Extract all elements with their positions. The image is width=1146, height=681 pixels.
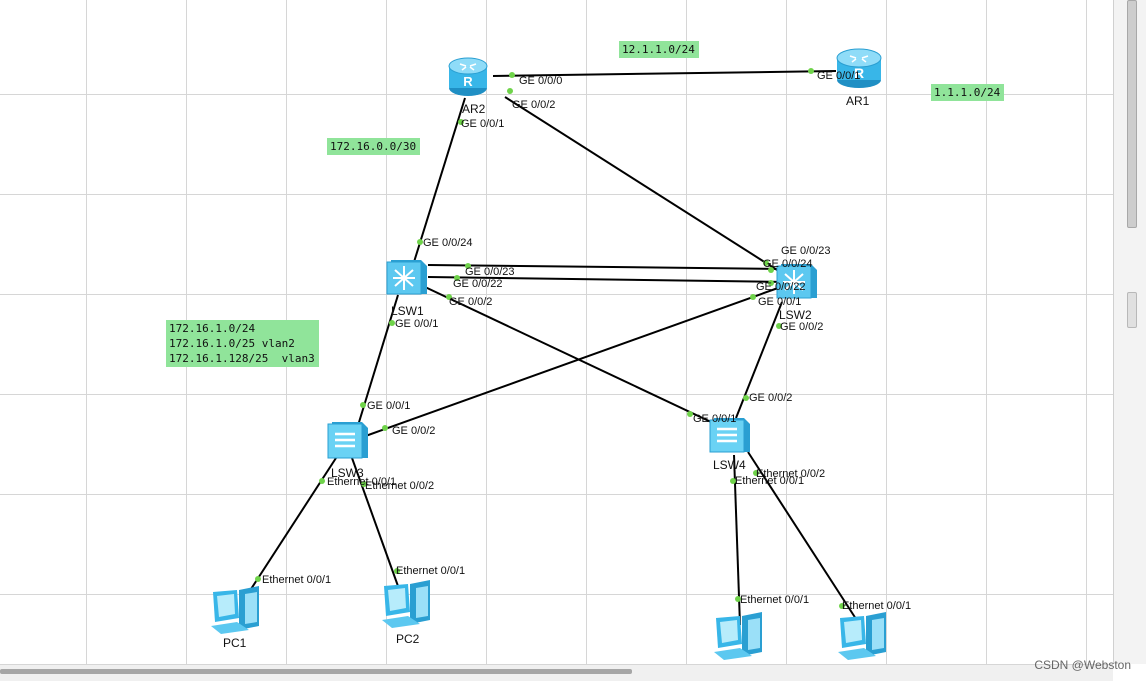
port-dot bbox=[360, 402, 366, 408]
port-label: GE 0/0/0 bbox=[519, 75, 563, 87]
port-dot bbox=[768, 280, 774, 286]
port-label: Ethernet 0/0/1 bbox=[740, 594, 810, 606]
device-label-pc1: PC1 bbox=[223, 636, 247, 650]
pc-pc1-icon[interactable] bbox=[209, 584, 265, 636]
device-label-pc2: PC2 bbox=[396, 632, 420, 646]
port-dot bbox=[808, 68, 814, 74]
switch-lsw4-icon[interactable] bbox=[708, 414, 752, 456]
pc-pc2-icon[interactable] bbox=[380, 578, 436, 630]
port-dots bbox=[255, 68, 845, 609]
device-label-ar2: AR2 bbox=[462, 102, 486, 116]
vertical-scrollbar-thumb[interactable] bbox=[1127, 0, 1137, 228]
port-label: Ethernet 0/0/2 bbox=[365, 480, 435, 492]
port-dot bbox=[687, 411, 693, 417]
port-dot bbox=[509, 72, 515, 78]
svg-text:R: R bbox=[854, 65, 864, 81]
device-label-lsw2: LSW2 bbox=[779, 308, 812, 322]
port-label: Ethernet 0/0/1 bbox=[396, 565, 466, 577]
port-label: GE 0/0/2 bbox=[512, 99, 556, 111]
switch-lsw2-icon[interactable] bbox=[773, 260, 819, 302]
vertical-scrollbar-marker[interactable] bbox=[1127, 292, 1137, 328]
port-dot bbox=[763, 260, 769, 266]
port-label: GE 0/0/2 bbox=[392, 425, 436, 437]
port-label: GE 0/0/1 bbox=[817, 70, 861, 82]
port-label: GE 0/0/1 bbox=[395, 318, 439, 330]
link-ar2-ar1[interactable] bbox=[492, 70, 837, 77]
port-label: GE 0/0/24 bbox=[423, 237, 473, 249]
port-label: Ethernet 0/0/1 bbox=[327, 476, 397, 488]
network-label-172-16-0-0[interactable]: 172.16.0.0/30 bbox=[327, 138, 421, 155]
pc-pc3-icon[interactable] bbox=[712, 610, 768, 662]
port-dot bbox=[465, 263, 471, 269]
device-label-ar1: AR1 bbox=[846, 94, 870, 108]
port-label: GE 0/0/22 bbox=[453, 278, 503, 290]
port-label: Ethernet 0/0/1 bbox=[735, 475, 805, 487]
link-lsw1-lsw2-a[interactable] bbox=[427, 264, 791, 270]
port-label: Ethernet 0/0/1 bbox=[262, 574, 332, 586]
port-dot bbox=[730, 478, 736, 484]
router-ar1-icon[interactable]: R bbox=[836, 44, 882, 90]
port-dot bbox=[394, 568, 400, 574]
port-label: GE 0/0/1 bbox=[461, 118, 505, 130]
port-label: GE 0/0/23 bbox=[781, 245, 831, 257]
router-ar2-icon[interactable]: R bbox=[448, 52, 488, 98]
port-dot bbox=[768, 267, 774, 273]
port-label: GE 0/0/23 bbox=[465, 266, 515, 278]
link-lsw4-pc4[interactable] bbox=[747, 451, 859, 623]
link-lsw3-pc2[interactable] bbox=[351, 457, 404, 601]
link-lsw1-lsw2-b[interactable] bbox=[427, 276, 791, 283]
port-label: GE 0/0/2 bbox=[780, 321, 824, 333]
network-label-1-1-1-0[interactable]: 1.1.1.0/24 bbox=[931, 84, 1005, 101]
link-layer bbox=[239, 68, 859, 626]
port-dot bbox=[458, 119, 464, 125]
port-dot bbox=[446, 294, 452, 300]
watermark: CSDN @Webston bbox=[1034, 658, 1131, 672]
network-label-12-1-1-0[interactable]: 12.1.1.0/24 bbox=[619, 41, 699, 58]
port-label: Ethernet 0/0/2 bbox=[756, 468, 826, 480]
port-dot bbox=[735, 596, 741, 602]
device-label-lsw4: LSW4 bbox=[713, 458, 746, 472]
port-dot bbox=[361, 481, 367, 487]
switch-lsw1-icon[interactable] bbox=[385, 256, 429, 298]
port-dot bbox=[382, 425, 388, 431]
link-lsw1-lsw4[interactable] bbox=[424, 286, 729, 431]
port-dot bbox=[753, 470, 759, 476]
link-ar2-lsw2[interactable] bbox=[504, 96, 786, 276]
device-label-lsw1: LSW1 bbox=[391, 304, 424, 318]
horizontal-scrollbar-thumb[interactable] bbox=[0, 669, 632, 674]
port-dot bbox=[417, 239, 423, 245]
port-label: GE 0/0/24 bbox=[763, 258, 813, 270]
link-ar2-lsw1[interactable] bbox=[413, 97, 466, 263]
device-label-lsw3: LSW3 bbox=[331, 466, 364, 480]
port-dot bbox=[750, 294, 756, 300]
port-dot bbox=[319, 478, 325, 484]
port-dot bbox=[454, 275, 460, 281]
port-dot bbox=[839, 603, 845, 609]
port-label: GE 0/0/1 bbox=[693, 413, 737, 425]
port-dot bbox=[743, 395, 749, 401]
port-dot bbox=[776, 323, 782, 329]
port-dot bbox=[389, 320, 395, 326]
port-label: GE 0/0/2 bbox=[449, 296, 493, 308]
svg-text:R: R bbox=[463, 74, 473, 89]
switch-lsw3-icon[interactable] bbox=[326, 418, 370, 462]
port-label: GE 0/0/2 bbox=[749, 392, 793, 404]
port-dot bbox=[255, 576, 261, 582]
port-label: Ethernet 0/0/1 bbox=[842, 600, 912, 612]
link-lsw1-lsw3[interactable] bbox=[355, 294, 399, 433]
port-label: GE 0/0/22 bbox=[756, 281, 806, 293]
network-label-172-16-1-0[interactable]: 172.16.1.0/24 172.16.1.0/25 vlan2 172.16… bbox=[166, 320, 319, 367]
pc-pc4-icon[interactable] bbox=[836, 610, 892, 662]
port-label: GE 0/0/1 bbox=[367, 400, 411, 412]
port-dot bbox=[507, 88, 513, 94]
port-label: GE 0/0/1 bbox=[758, 296, 802, 308]
link-lsw2-lsw3[interactable] bbox=[359, 287, 779, 439]
topology-canvas[interactable]: R R bbox=[0, 0, 1113, 664]
